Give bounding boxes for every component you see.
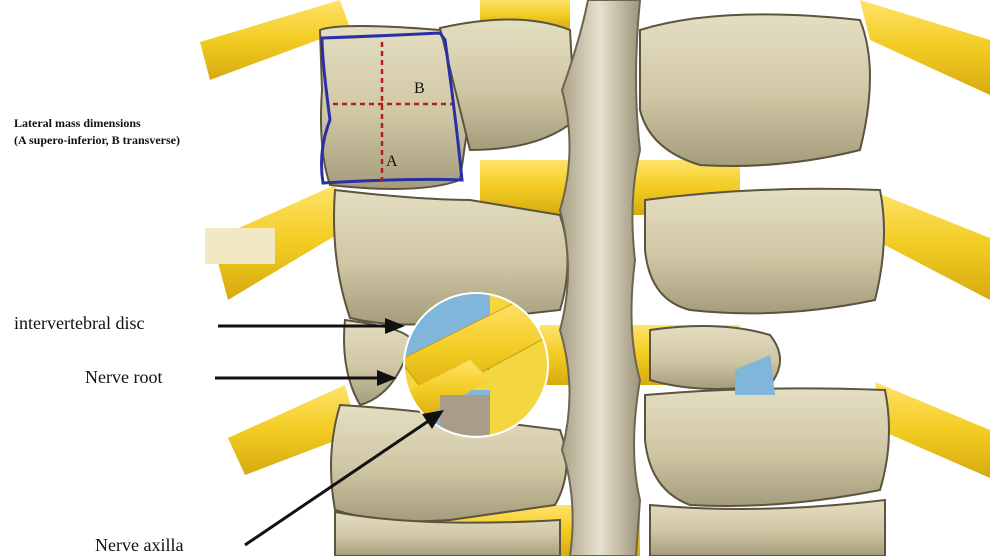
dimension-b-label: B xyxy=(414,80,425,98)
dimension-a-label: A xyxy=(386,153,398,171)
nerve-root-label: Nerve root xyxy=(85,367,162,388)
intervertebral-disc-label: intervertebral disc xyxy=(14,313,144,334)
label-patch xyxy=(205,228,275,264)
caption-title: Lateral mass dimensions xyxy=(14,116,141,131)
spinous-process xyxy=(560,0,640,556)
caption-subtitle: (A supero-inferior, B transverse) xyxy=(14,133,180,148)
nerve-axilla-label: Nerve axilla xyxy=(95,535,183,556)
vertebrae-right xyxy=(640,14,889,556)
vertebrae-left xyxy=(320,19,575,556)
